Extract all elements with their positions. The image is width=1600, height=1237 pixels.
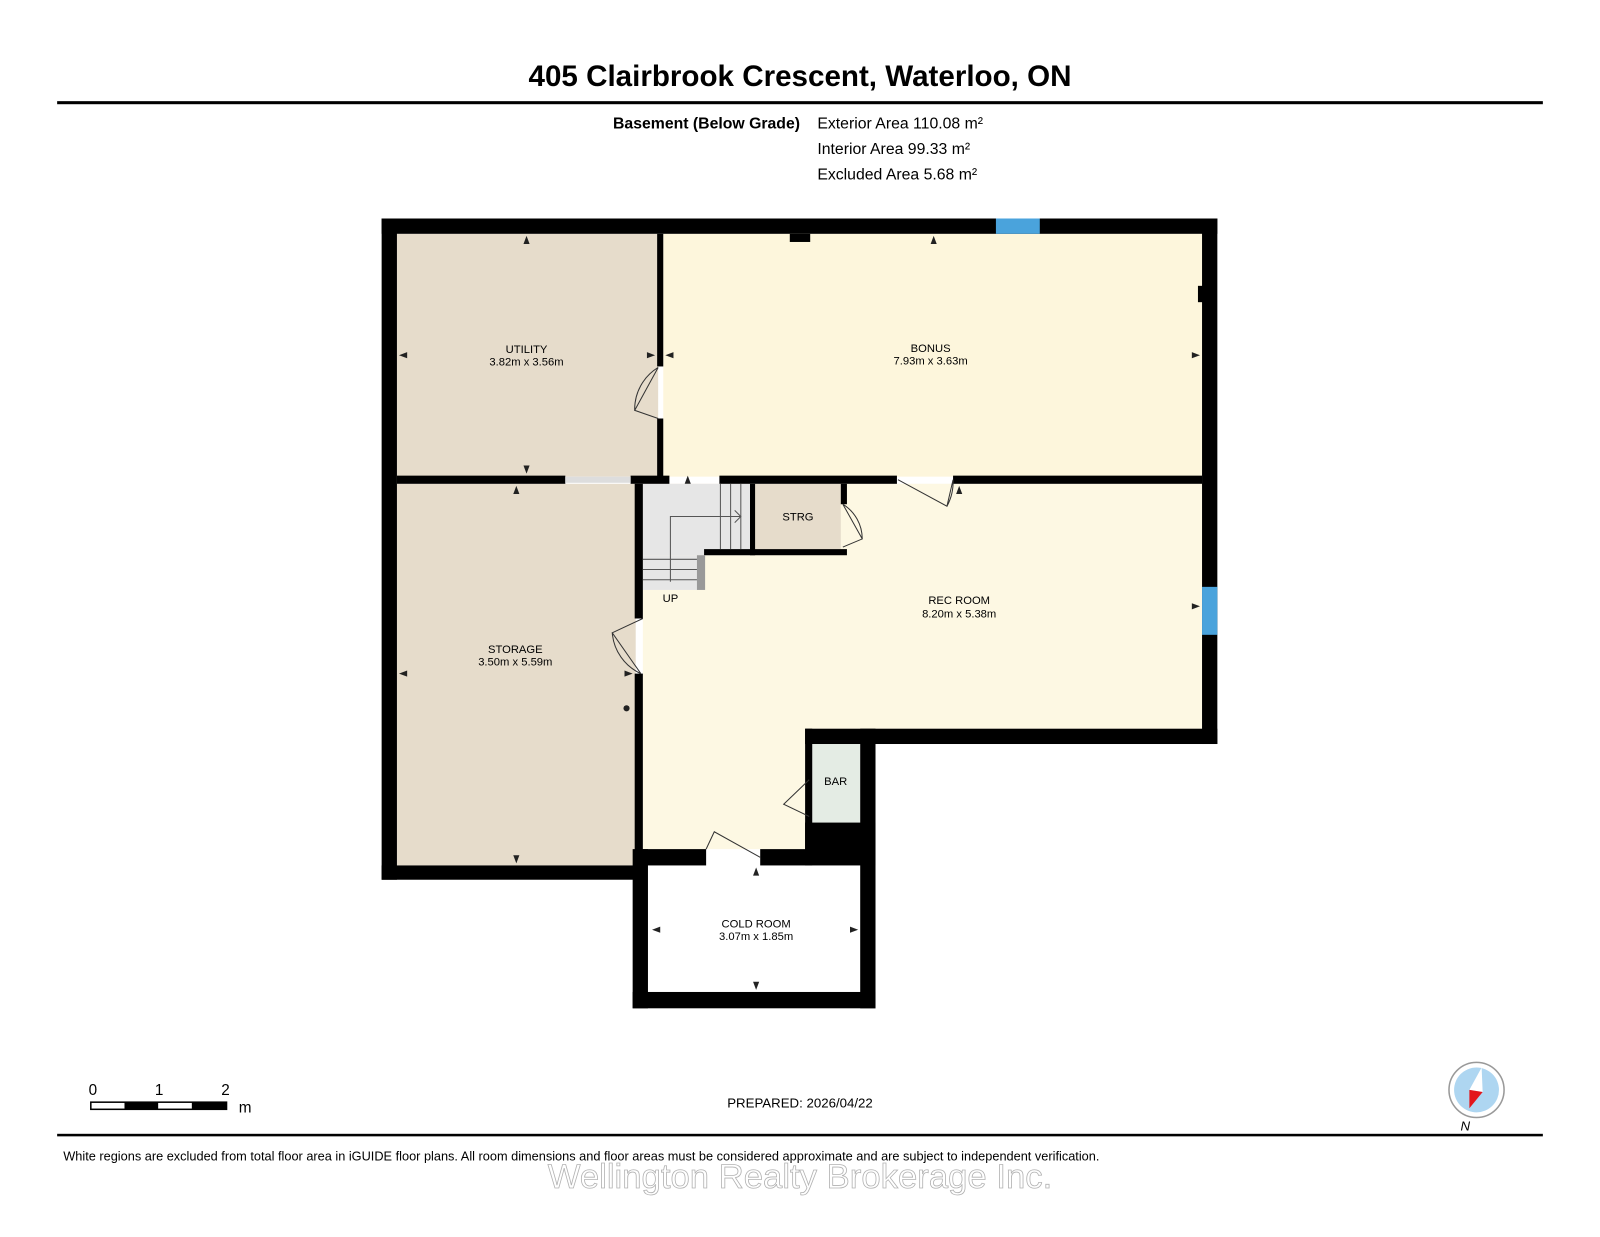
watermark: Wellington Realty Brokerage Inc. bbox=[548, 1158, 1053, 1196]
room-bonus-dims: 7.93m x 3.63m bbox=[894, 355, 968, 367]
room-utility-dims: 3.82m x 3.56m bbox=[489, 356, 563, 368]
room-cold-room-name: COLD ROOM bbox=[722, 919, 791, 931]
room-cold-room bbox=[650, 865, 861, 992]
scale-tick: 1 bbox=[155, 1082, 164, 1099]
disclaimer: White regions are excluded from total fl… bbox=[63, 1148, 1099, 1163]
doors bbox=[611, 367, 954, 858]
stair-rail bbox=[696, 555, 706, 590]
opening bbox=[565, 476, 631, 483]
scale-unit: m bbox=[239, 1099, 252, 1116]
window bbox=[995, 218, 1040, 234]
compass-icon: N bbox=[1448, 1061, 1505, 1134]
walls bbox=[381, 218, 1218, 1009]
prepared-date: PREPARED: 2026/04/22 bbox=[727, 1095, 873, 1110]
scale-tick: 0 bbox=[89, 1082, 98, 1099]
window bbox=[1202, 586, 1218, 635]
stairs-lower bbox=[642, 555, 705, 590]
compass-north-label: N bbox=[1461, 1119, 1471, 1134]
room-rec-room-name: REC ROOM bbox=[928, 595, 990, 607]
room-bonus-name: BONUS bbox=[911, 343, 951, 355]
room-bonus bbox=[663, 233, 1203, 477]
room-strg bbox=[755, 483, 841, 550]
room-strg-name: STRG bbox=[782, 512, 813, 524]
room-bar-name: BAR bbox=[824, 776, 847, 788]
room-storage-dims: 3.50m x 5.59m bbox=[478, 656, 552, 668]
level-label: Basement (Below Grade) bbox=[613, 116, 800, 133]
scale-bar: 0 1 2 m bbox=[89, 1082, 252, 1116]
room-cold-room-dims: 3.07m x 1.85m bbox=[719, 931, 793, 943]
dimension-arrows bbox=[398, 235, 1200, 990]
footer-divider bbox=[57, 1133, 1543, 1137]
exterior-area: Exterior Area 110.08 m² bbox=[817, 116, 983, 133]
interior-area: Interior Area 99.33 m² bbox=[817, 141, 970, 158]
excluded-area: Excluded Area 5.68 m² bbox=[817, 167, 977, 184]
stairs bbox=[642, 483, 750, 556]
room-rec-room-dims: 8.20m x 5.38m bbox=[922, 608, 996, 620]
page-title: 405 Clairbrook Crescent, Waterloo, ON bbox=[529, 60, 1072, 93]
scale-tick: 2 bbox=[221, 1082, 230, 1099]
room-rec-room bbox=[642, 483, 1203, 850]
room-storage bbox=[396, 483, 636, 866]
room-bar bbox=[812, 736, 861, 823]
stair-lines bbox=[642, 483, 742, 582]
room-utility-name: UTILITY bbox=[506, 344, 548, 356]
header-divider bbox=[57, 101, 1543, 105]
room-utility bbox=[396, 233, 659, 477]
stairs-up-label: UP bbox=[663, 593, 679, 605]
room-storage-name: STORAGE bbox=[488, 644, 543, 656]
